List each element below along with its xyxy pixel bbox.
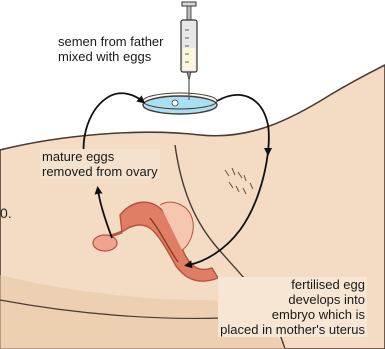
- petri-dish: [143, 96, 217, 114]
- label-semen: semen from father mixed with eggs: [58, 34, 164, 64]
- label-semen-line-2: mixed with eggs: [58, 49, 164, 64]
- ovary: [93, 235, 117, 251]
- syringe-icon: [181, 2, 197, 100]
- label-mature-eggs: mature eggs removed from ovary: [40, 149, 160, 179]
- label-fert-line-1: fertilised egg: [220, 277, 365, 292]
- stray-text-mark: 0.: [0, 205, 12, 221]
- label-semen-line-1: semen from father: [58, 34, 164, 49]
- label-fert-line-3: embryo which is: [220, 307, 365, 322]
- label-fert-line-2: develops into: [220, 292, 365, 307]
- egg-in-dish: [172, 100, 178, 106]
- label-eggs-line-2: removed from ovary: [42, 164, 158, 179]
- label-eggs-line-1: mature eggs: [42, 149, 158, 164]
- label-fert-line-4: placed in mother's uterus: [220, 322, 365, 337]
- label-fertilised-egg: fertilised egg develops into embryo whic…: [218, 277, 367, 337]
